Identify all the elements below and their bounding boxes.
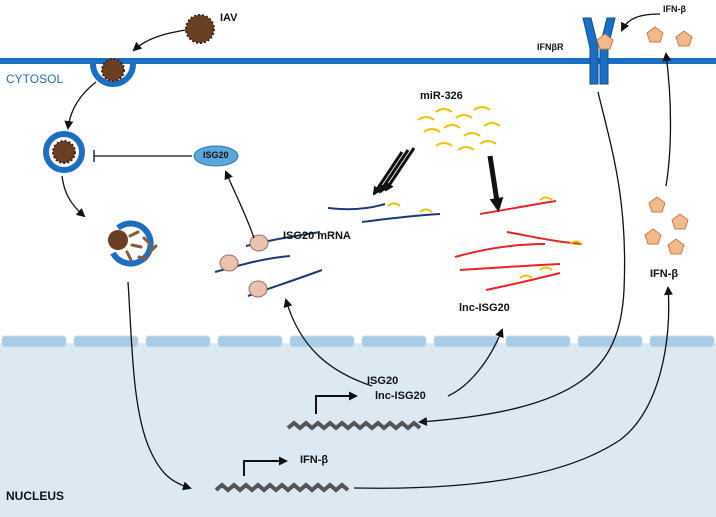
ifnb-pentagon-icons-top bbox=[596, 26, 693, 50]
ifnb-promoter-arrow bbox=[243, 456, 288, 476]
plasma-membrane bbox=[0, 58, 716, 64]
ifnb-pentagon-icons-cytosol bbox=[644, 196, 689, 255]
isg20-protein-label: ISG20 bbox=[203, 150, 229, 160]
nucleus-region bbox=[0, 343, 716, 517]
ifnb-gene-label: IFN-β bbox=[300, 454, 329, 466]
inhibition-edge bbox=[93, 150, 192, 162]
isg20-gene-label: ISG20 bbox=[367, 375, 399, 387]
cytosol-label: CYTOSOL bbox=[6, 72, 64, 86]
nucleus-label: NUCLEUS bbox=[6, 489, 65, 503]
mir326-fragments bbox=[387, 106, 583, 279]
isg20-mrna-label: ISG20 mRNA bbox=[283, 230, 351, 242]
lnc-isg20-gene-label: lnc-ISG20 bbox=[375, 390, 426, 402]
ifnb-top-label: IFN-β bbox=[663, 4, 686, 14]
nuclear-envelope bbox=[1, 335, 715, 348]
ribosome-icons bbox=[219, 234, 269, 298]
mir326-to-lnc-isg20-arrow bbox=[487, 155, 504, 212]
isg20-promoter-arrow bbox=[315, 391, 358, 414]
ifnb-cytosol-label: IFN-β bbox=[650, 268, 679, 280]
iav-virion-icon bbox=[185, 14, 215, 44]
endosome-icon bbox=[43, 131, 85, 173]
mir326-to-isg20-mrna-arrows bbox=[372, 147, 416, 196]
lnc-isg20-rna-strands bbox=[454, 200, 583, 291]
mir326-label: miR-326 bbox=[420, 90, 463, 102]
isg20-protein-icon bbox=[193, 145, 239, 167]
ifnb-gene-dna-icon bbox=[214, 482, 350, 493]
iav-label: IAV bbox=[220, 12, 238, 24]
ifnb-receptor-icon bbox=[582, 17, 616, 85]
uncoating-endosome-icon bbox=[108, 220, 158, 267]
endocytic-pit-icon bbox=[90, 58, 136, 87]
isg20-mrna-strands bbox=[214, 203, 441, 297]
isg20-gene-dna-icon bbox=[286, 420, 422, 431]
ifnb-receptor-label: IFNβR bbox=[537, 42, 564, 52]
pathway-arrows bbox=[61, 13, 674, 491]
lnc-isg20-rna-label: lnc-ISG20 bbox=[459, 302, 510, 314]
